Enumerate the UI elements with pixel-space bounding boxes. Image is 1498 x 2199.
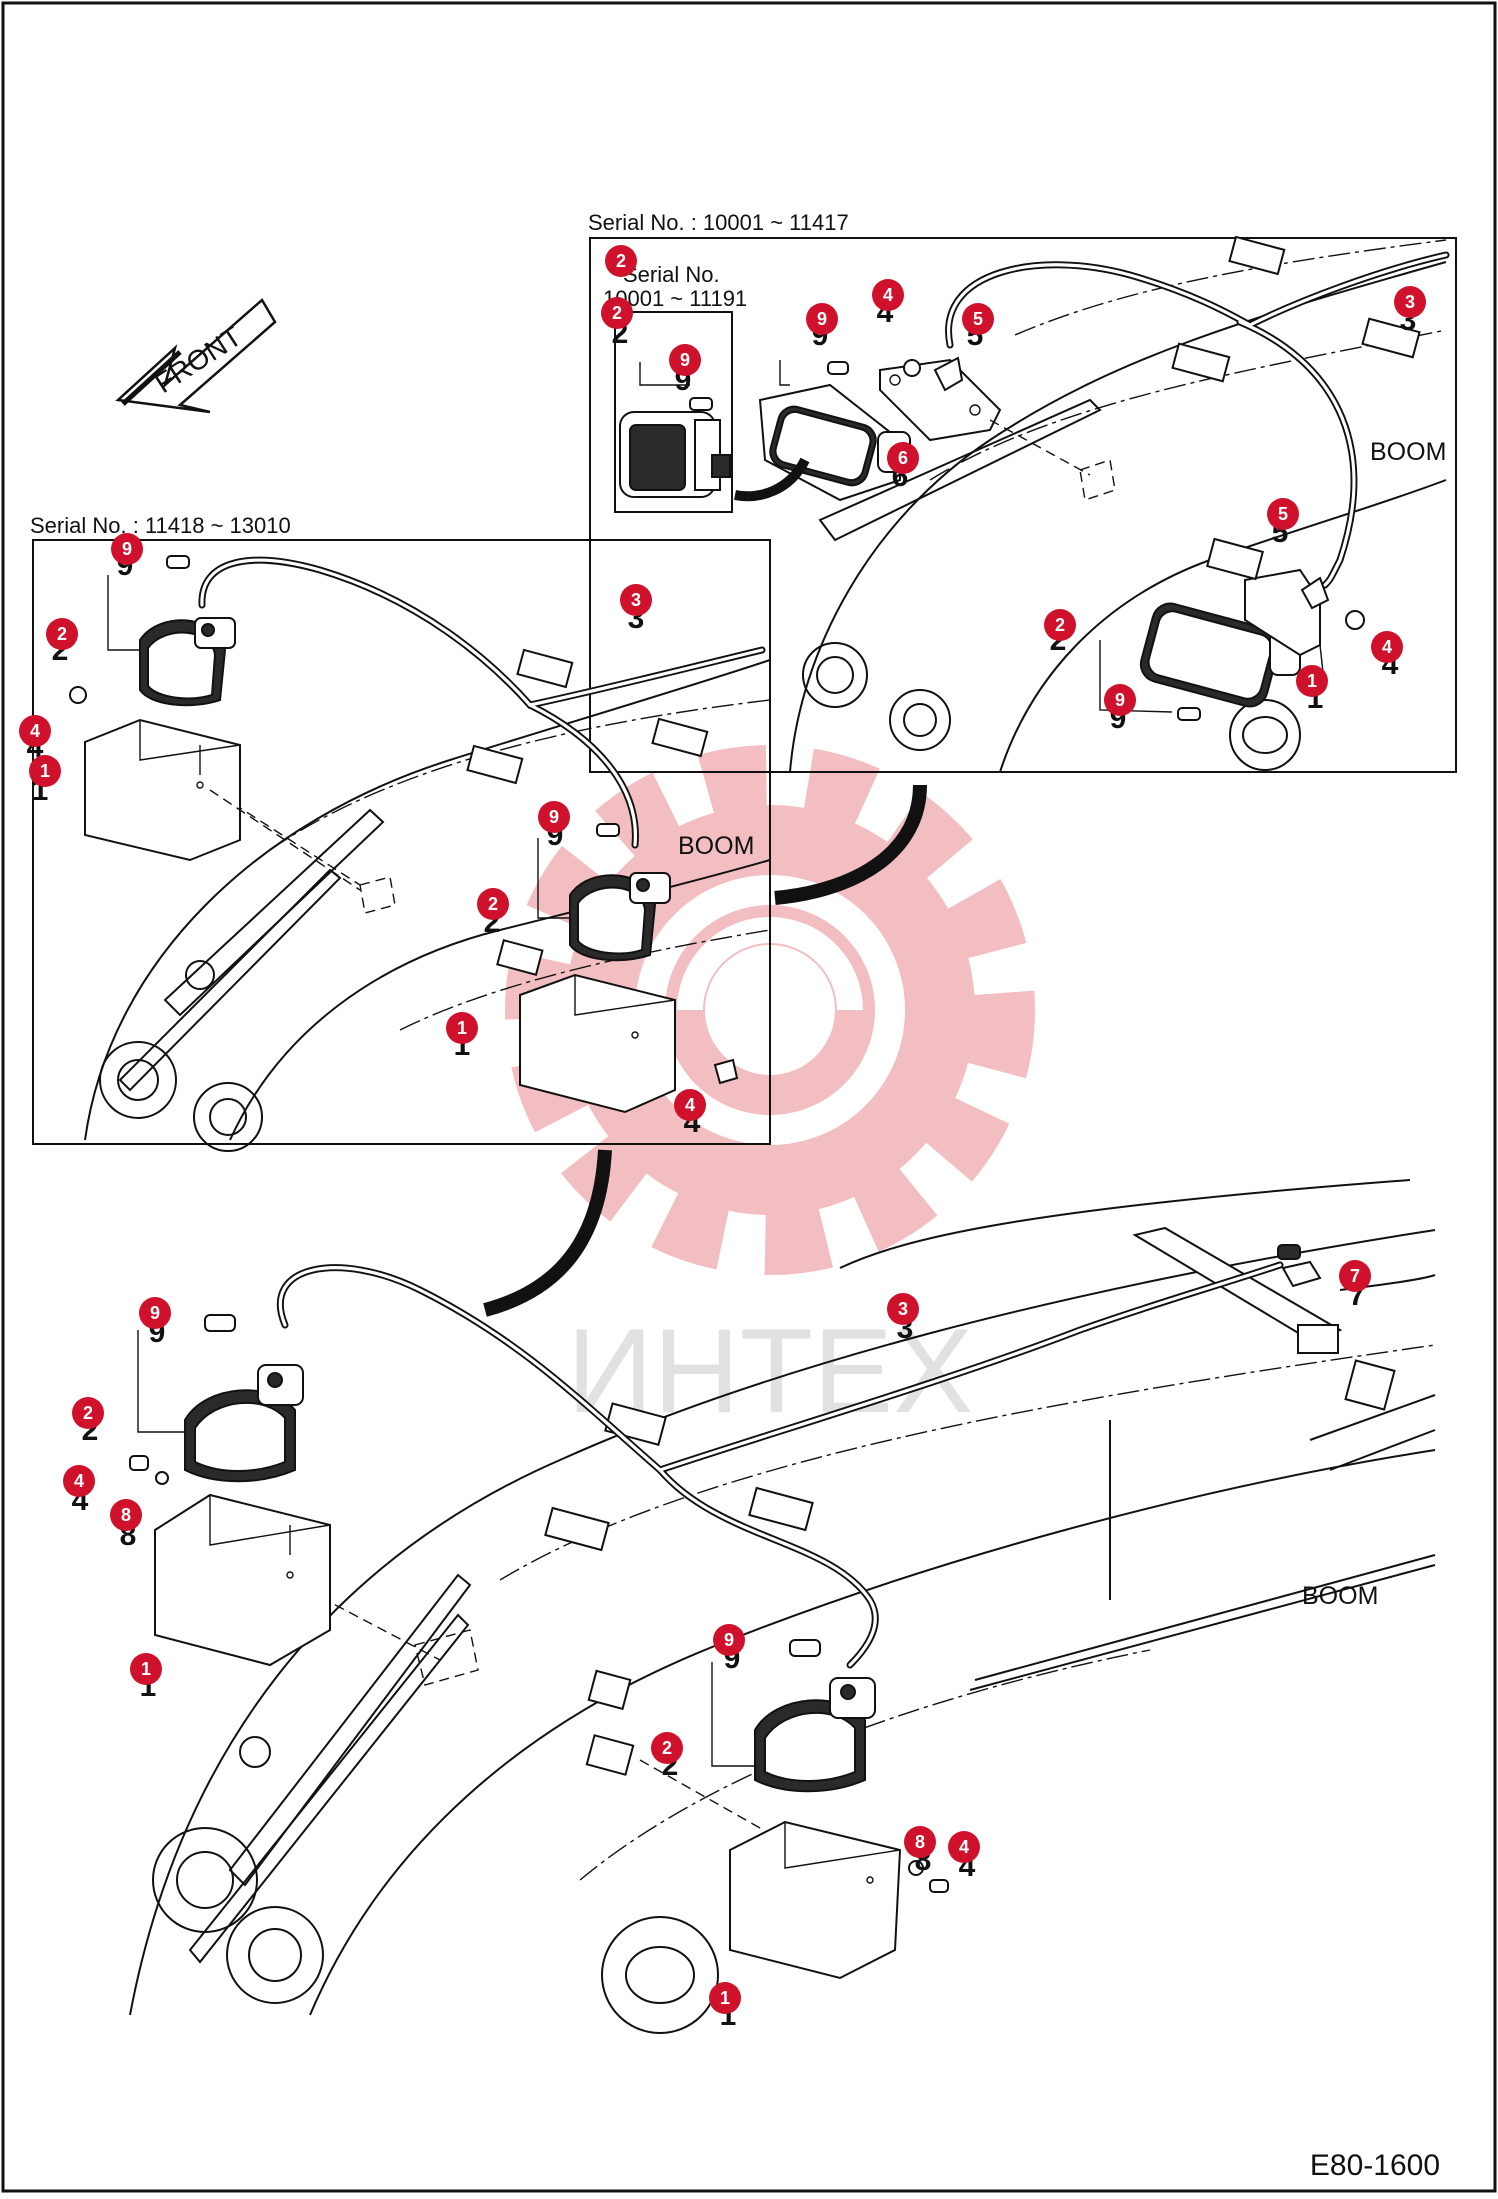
callout-balloon-9[interactable]: 9 — [713, 1624, 745, 1656]
callout-balloon-9[interactable]: 9 — [111, 533, 143, 565]
svg-text:2: 2 — [616, 251, 626, 271]
callout-balloon-1[interactable]: 1 — [446, 1012, 478, 1044]
inset-connector-arrow-1 — [774, 784, 927, 905]
callout-balloon-4[interactable]: 4 — [63, 1465, 95, 1497]
callout-balloon-4[interactable]: 4 — [19, 715, 51, 747]
work-lamp-compact-left — [139, 617, 236, 707]
callout-balloon-9[interactable]: 9 — [806, 303, 838, 335]
callout-balloon-1[interactable]: 1 — [1296, 665, 1328, 697]
svg-text:9: 9 — [122, 539, 132, 559]
inset-mid-serial-label: Serial No. : 11418 ~ 13010 — [30, 513, 291, 538]
callout-balloon-4[interactable]: 4 — [872, 279, 904, 311]
svg-text:2: 2 — [612, 303, 622, 323]
callout-balloon-9[interactable]: 9 — [139, 1297, 171, 1329]
callout-balloon-2[interactable]: 2 — [601, 297, 633, 329]
callout-balloon-9[interactable]: 9 — [538, 801, 570, 833]
boom-label-1: BOOM — [1370, 438, 1446, 466]
callout-balloon-4[interactable]: 4 — [674, 1089, 706, 1121]
inset-mid-serial-11418-13010: Serial No. : 11418 ~ 13010 — [30, 513, 771, 1152]
callout-balloon-2[interactable]: 2 — [1044, 609, 1076, 641]
sub-inset-serial-line1: Serial No. — [623, 262, 720, 287]
svg-text:7: 7 — [1350, 1266, 1360, 1286]
svg-text:5: 5 — [973, 309, 983, 329]
callout-balloon-3[interactable]: 3 — [1394, 286, 1426, 318]
lamp-mount-box-right — [519, 973, 676, 1114]
work-lamp-compact-right — [569, 872, 671, 962]
svg-text:5: 5 — [1278, 504, 1288, 524]
svg-text:1: 1 — [1307, 671, 1317, 691]
svg-text:2: 2 — [488, 894, 498, 914]
svg-text:2: 2 — [662, 1738, 672, 1758]
callout-balloon-5[interactable]: 5 — [1267, 498, 1299, 530]
svg-text:4: 4 — [883, 285, 893, 305]
drawing-code: E80-1600 — [1310, 2149, 1440, 2182]
inset-top-serial-10001-11417: Serial No. : 10001 ~ 11417 Serial No. 10… — [588, 210, 1457, 773]
svg-text:1: 1 — [457, 1018, 467, 1038]
svg-text:6: 6 — [898, 448, 908, 468]
svg-text:2: 2 — [1055, 615, 1065, 635]
sub-inset-frame — [614, 311, 733, 513]
svg-text:9: 9 — [549, 807, 559, 827]
callout-balloon-2[interactable]: 2 — [477, 888, 509, 920]
callout-balloon-4[interactable]: 4 — [1371, 631, 1403, 663]
inset-connector-arrow-2 — [483, 1149, 612, 1317]
boom-label-3: BOOM — [1302, 1582, 1378, 1610]
svg-text:4: 4 — [685, 1095, 695, 1115]
callout-balloon-3[interactable]: 3 — [887, 1293, 919, 1325]
svg-text:4: 4 — [74, 1471, 84, 1491]
svg-text:9: 9 — [817, 309, 827, 329]
svg-text:9: 9 — [1115, 690, 1125, 710]
boom-label-2: BOOM — [678, 832, 754, 860]
callout-balloon-1[interactable]: 1 — [130, 1653, 162, 1685]
callout-balloon-1[interactable]: 1 — [29, 755, 61, 787]
callout-balloon-9[interactable]: 9 — [669, 344, 701, 376]
svg-text:8: 8 — [915, 1832, 925, 1852]
svg-text:3: 3 — [631, 590, 641, 610]
svg-text:9: 9 — [150, 1303, 160, 1323]
mounting-bracket-upper — [879, 358, 1002, 442]
svg-text:9: 9 — [680, 350, 690, 370]
callout-balloon-2[interactable]: 2 — [605, 245, 637, 277]
callout-balloon-2[interactable]: 2 — [651, 1732, 683, 1764]
svg-text:2: 2 — [83, 1403, 93, 1423]
lamp-mount-box-left — [84, 718, 241, 862]
mounting-bracket-lower — [1206, 537, 1321, 657]
front-direction-arrow: FRONT — [115, 298, 277, 414]
callout-balloon-2[interactable]: 2 — [46, 618, 78, 650]
svg-text:9: 9 — [724, 1630, 734, 1650]
callout-balloon-3[interactable]: 3 — [620, 584, 652, 616]
svg-text:3: 3 — [1405, 292, 1415, 312]
svg-text:1: 1 — [40, 761, 50, 781]
svg-text:4: 4 — [959, 1837, 969, 1857]
work-lamp-main-left — [184, 1364, 304, 1483]
svg-text:8: 8 — [121, 1505, 131, 1525]
callout-balloon-4[interactable]: 4 — [948, 1831, 980, 1863]
callout-balloon-7[interactable]: 7 — [1339, 1260, 1371, 1292]
svg-text:3: 3 — [898, 1299, 908, 1319]
svg-text:1: 1 — [720, 1988, 730, 2008]
inset-top-frame — [589, 237, 1457, 773]
callout-balloon-8[interactable]: 8 — [110, 1499, 142, 1531]
callout-balloon-6[interactable]: 6 — [887, 442, 919, 474]
callout-balloon-5[interactable]: 5 — [962, 303, 994, 335]
inset-mid-frame — [32, 539, 771, 1145]
svg-text:1: 1 — [141, 1659, 151, 1679]
svg-text:4: 4 — [1382, 637, 1392, 657]
callout-balloon-1[interactable]: 1 — [709, 1982, 741, 2014]
lamp-mount-box-main-right — [729, 1820, 902, 1980]
work-lamp-main-right — [754, 1677, 876, 1793]
callout-balloon-9[interactable]: 9 — [1104, 684, 1136, 716]
svg-text:2: 2 — [57, 624, 67, 644]
lamp-mount-box-main-left — [154, 1493, 331, 1667]
callout-balloon-2[interactable]: 2 — [72, 1397, 104, 1429]
callout-balloon-8[interactable]: 8 — [904, 1826, 936, 1858]
main-drawing-current-serial — [129, 1179, 1436, 2034]
svg-text:4: 4 — [30, 721, 40, 741]
inset-top-serial-label: Serial No. : 10001 ~ 11417 — [588, 210, 849, 235]
